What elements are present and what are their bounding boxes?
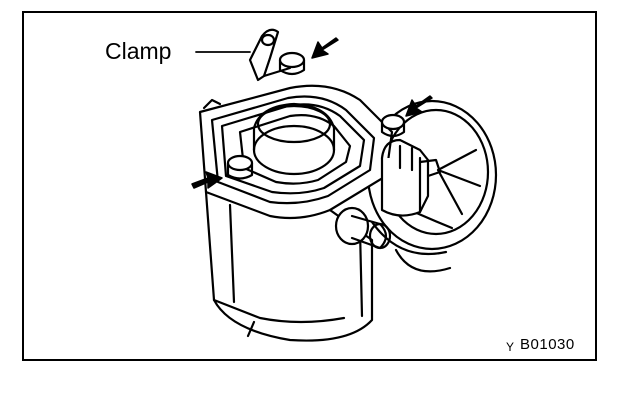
clamp-label: Clamp xyxy=(105,38,172,64)
bolt-left xyxy=(226,154,254,180)
bold-arrow-icon xyxy=(405,95,433,117)
bold-arrow-icon xyxy=(191,171,223,189)
side-shaft xyxy=(334,206,392,250)
bolt-right xyxy=(380,113,406,138)
bold-arrow-icon xyxy=(311,37,339,59)
center-cap xyxy=(252,102,336,176)
bolt-top xyxy=(278,51,306,76)
clamp-bracket xyxy=(248,28,292,82)
figure-prefix: Y xyxy=(506,340,515,354)
edge-tab xyxy=(202,98,222,110)
electrical-connector xyxy=(380,138,442,217)
figure-code: B01030 xyxy=(520,336,575,353)
